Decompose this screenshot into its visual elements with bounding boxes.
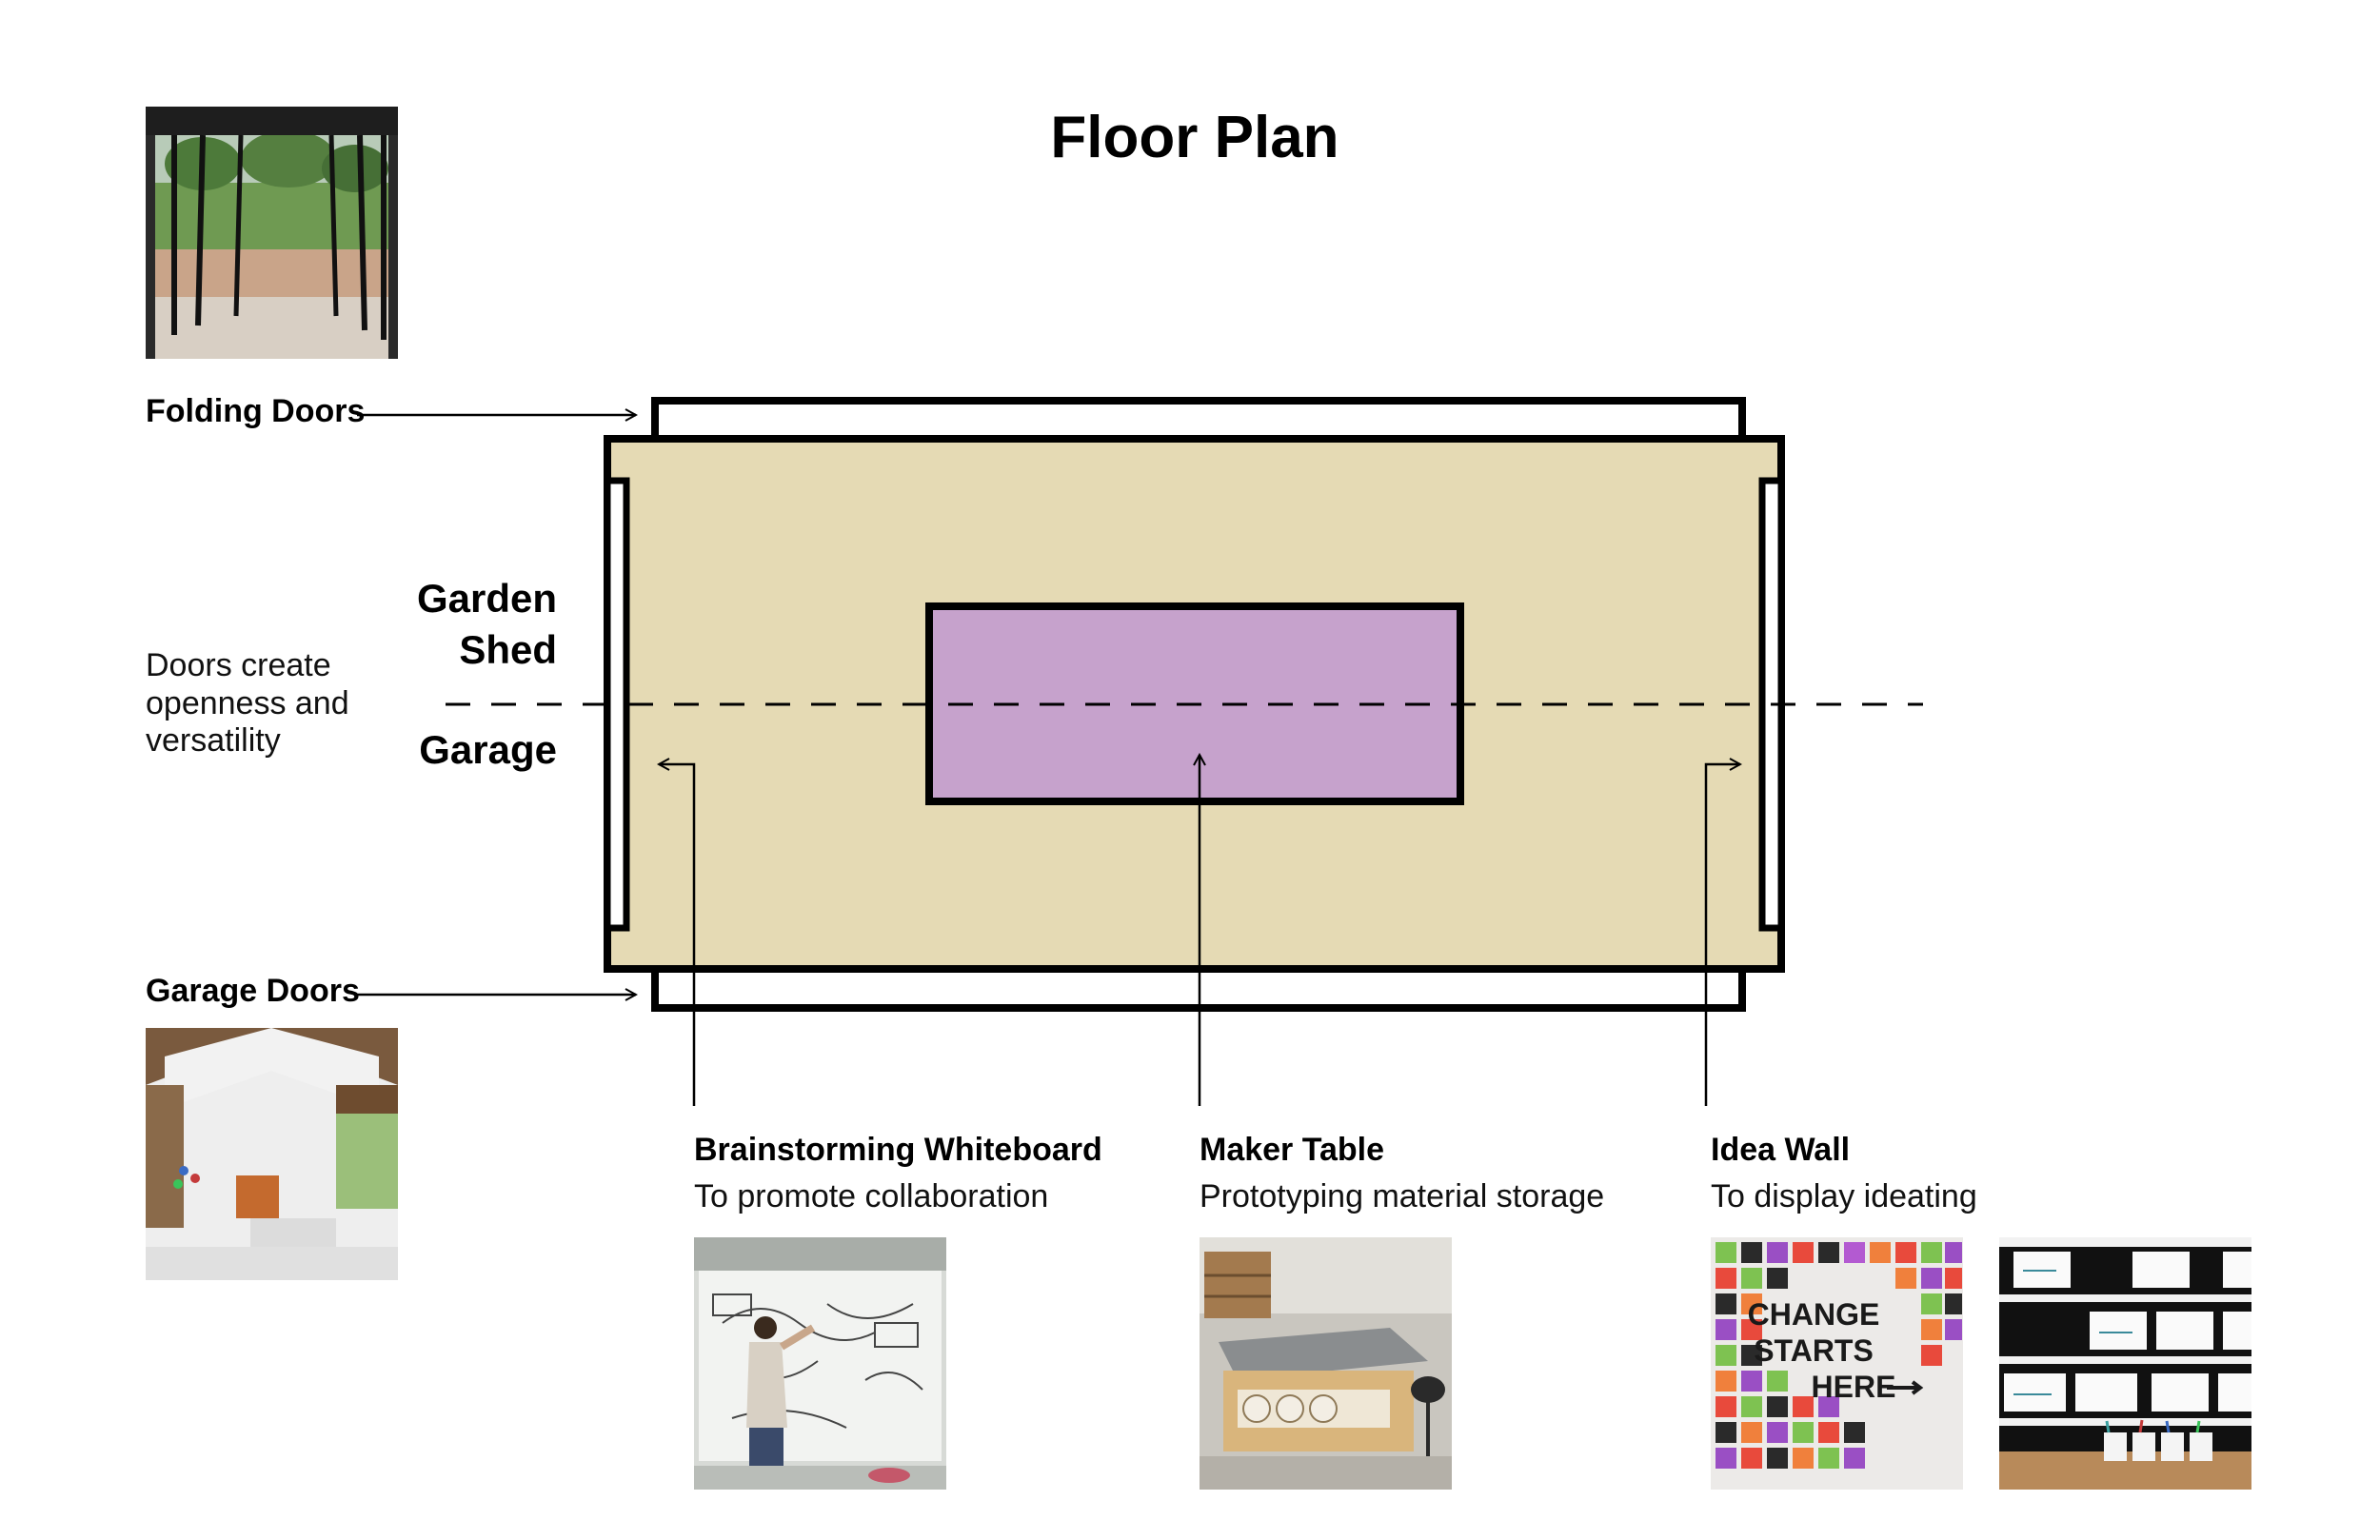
folding-doors-strip (651, 397, 1746, 444)
doors-note-line1: Doors create (146, 647, 331, 683)
whiteboard-photo (694, 1237, 946, 1490)
sign-line-here: HERE (1812, 1370, 1896, 1404)
idea-wall-photo: CHANGE STARTS HERE (1711, 1237, 1963, 1490)
folding-doors-label: Folding Doors (146, 393, 365, 429)
garden-label: Garden (417, 576, 557, 621)
garage-label: Garage (419, 727, 557, 772)
folding-doors-photo (146, 107, 398, 359)
idea-wall-description: To display ideating (1711, 1178, 1977, 1214)
whiteboard-title: Brainstorming Whiteboard (694, 1132, 1102, 1168)
page-title: Floor Plan (1050, 105, 1339, 170)
sticky-note-grid (1716, 1242, 1962, 1469)
maker-table-title: Maker Table (1200, 1132, 1384, 1168)
sign-line-change: CHANGE (1748, 1297, 1880, 1332)
whiteboard-pointer (659, 764, 696, 1106)
idea-cards-photo (1999, 1237, 2251, 1490)
idea-wall-title: Idea Wall (1711, 1132, 1850, 1168)
doors-note-line2: openness and (146, 685, 349, 721)
shed-label: Shed (459, 627, 557, 672)
maker-table-description: Prototyping material storage (1200, 1178, 1604, 1214)
whiteboard-description: To promote collaboration (694, 1178, 1048, 1214)
garage-doors-photo (146, 1028, 398, 1280)
doors-note-line3: versatility (146, 722, 281, 759)
left-side-door (604, 477, 630, 932)
idea-wall-pointer (1704, 764, 1740, 1106)
sign-line-starts: STARTS (1754, 1333, 1874, 1368)
garage-doors-label: Garage Doors (146, 973, 360, 1009)
maker-table-photo (1200, 1237, 1452, 1490)
